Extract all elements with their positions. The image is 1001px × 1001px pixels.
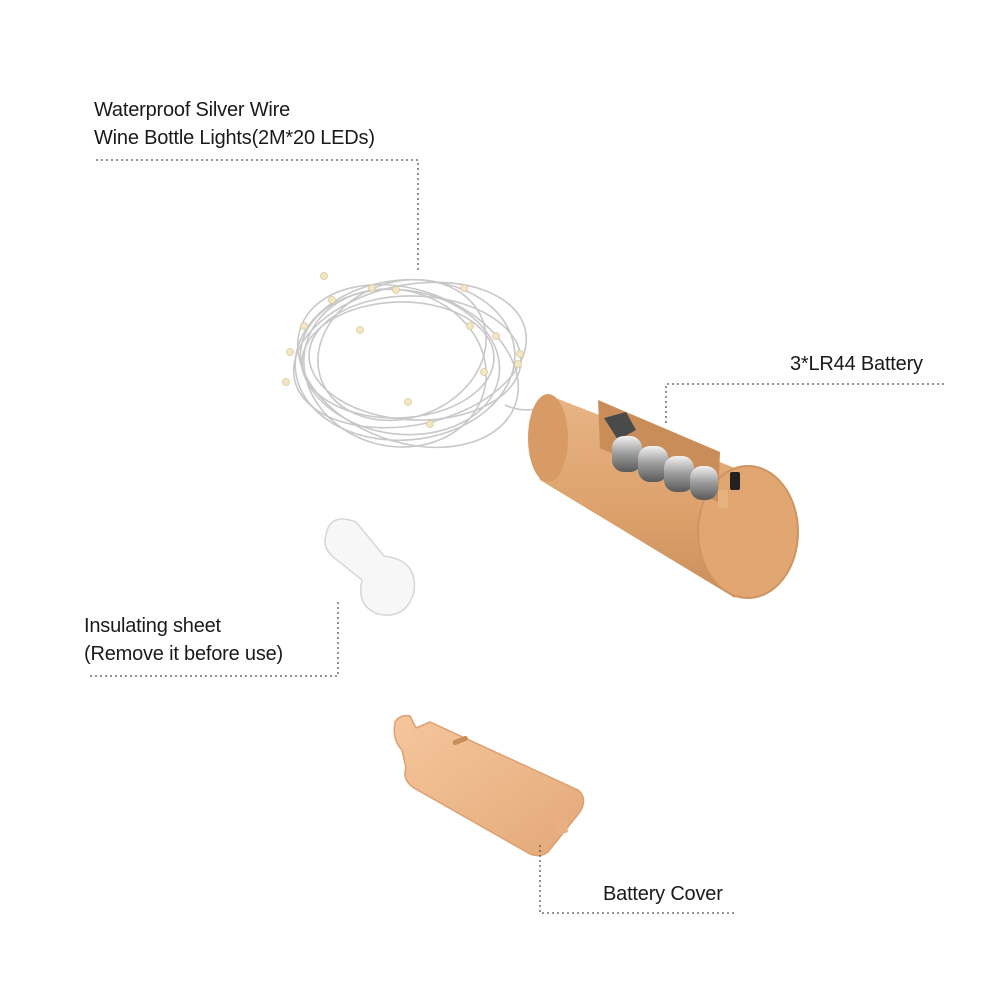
insulating-sheet (324, 518, 416, 616)
wire-coil (292, 278, 549, 449)
wire-label: Waterproof Silver Wire Wine Bottle Light… (94, 96, 375, 152)
sheet-label: Insulating sheet (Remove it before use) (84, 612, 283, 668)
battery-cells (612, 436, 718, 500)
sheet-label-line-2: (Remove it before use) (84, 643, 284, 665)
cork-battery-holder (528, 394, 799, 599)
led-beads (282, 272, 524, 428)
wire-label-line-1: Waterproof Silver Wire (94, 99, 291, 121)
leader-lines (90, 159, 944, 914)
cover-label: Battery Cover (603, 883, 723, 905)
battery-label: 3*LR44 Battery (790, 353, 923, 375)
battery-cover (393, 714, 585, 857)
sheet-label-line-1: Insulating sheet (84, 615, 221, 637)
wire-label-line-2: Wine Bottle Lights(2M*20 LEDs) (94, 127, 375, 149)
